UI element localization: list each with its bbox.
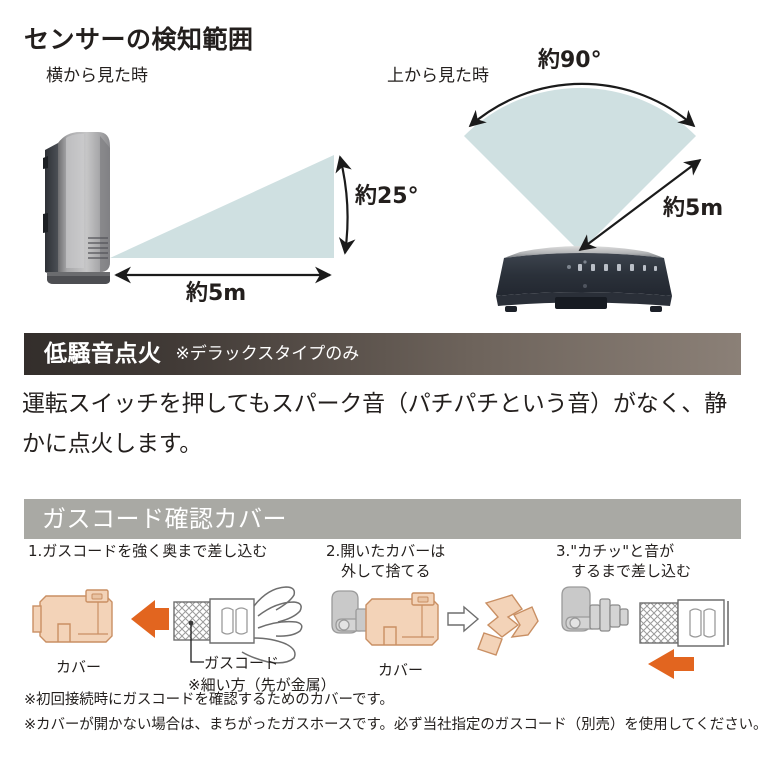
gas-cord-cover-section: ガスコード確認カバー 1.ガスコードを強く奥まで差し込む — [0, 480, 765, 770]
side-distance-value: 約5m — [186, 281, 247, 306]
top-distance-arrow — [578, 158, 702, 252]
step-3-illustration — [556, 585, 765, 684]
top-angle-value: 約90° — [538, 48, 602, 73]
step-2-illustration: カバー — [326, 585, 541, 684]
step-1-cover-caption: カバー — [56, 657, 102, 676]
quiet-ignition-section: 低騒音点火 ※デラックスタイプのみ 運転スイッチを押してもスパーク音（パチパチと… — [0, 322, 765, 480]
insert-arrow-icon — [131, 599, 169, 638]
step-2-cover-caption: カバー — [378, 661, 424, 679]
footnotes: ※初回接続時にガスコードを確認するためのカバーです。 ※カバーが開かない場合は、… — [24, 688, 765, 739]
footnote-1: ※初回接続時にガスコードを確認するためのカバーです。 — [24, 692, 394, 708]
gas-cord-title: ガスコード確認カバー — [42, 505, 287, 533]
side-view-label: 横から見た時 — [46, 66, 148, 86]
heater-top-view — [496, 246, 672, 312]
side-angle-value: 約25° — [355, 184, 419, 209]
step-1-cord-note: ※細い方（先が金属） — [188, 675, 336, 694]
sensor-section-title: センサーの検知範囲 — [24, 25, 254, 54]
cord-grip-part — [639, 602, 679, 644]
side-angle-arrow — [335, 155, 356, 255]
top-view-label: 上から見た時 — [387, 66, 489, 86]
gas-cord-part — [677, 599, 729, 647]
top-distance-value: 約5m — [663, 196, 724, 221]
step-1: 1.ガスコードを強く奥まで差し込む — [28, 542, 336, 694]
top-detection-fan — [464, 87, 696, 252]
sensor-range-illustration — [43, 82, 702, 312]
side-detection-cone — [110, 155, 334, 258]
heater-side-view — [43, 132, 110, 284]
cover-part — [32, 588, 113, 643]
transform-arrow-icon — [447, 605, 480, 633]
gas-cord-header-bar: ガスコード確認カバー — [24, 499, 741, 539]
broken-cover-part — [477, 594, 539, 656]
sensor-range-section: センサーの検知範囲 横から見た時 上から見た時 — [0, 0, 765, 322]
step-2-label: 2.開いたカバーは 外して捨てる — [326, 542, 446, 580]
gas-tap-part — [331, 590, 369, 634]
step-3-label: 3."カチッ"と音が するまで差し込む — [556, 542, 692, 580]
cover-part — [365, 592, 439, 646]
push-arrow-icon — [648, 649, 694, 679]
cord-leader-line — [190, 624, 204, 663]
quiet-ignition-title: 低騒音点火 — [44, 340, 162, 367]
footnote-2: ※カバーが開かない場合は、まちがったガスホースです。必ず当社指定のガスコード（別… — [24, 717, 765, 734]
step-1-illustration: カバー ガスコード ※細い方（先が金属） — [28, 566, 336, 694]
coupling-part — [589, 598, 629, 632]
step-2: 2.開いたカバーは 外して捨てる — [326, 542, 541, 684]
quiet-ignition-body: 運転スイッチを押してもスパーク音（パチパチという音）がなく、静かに点火します。 — [22, 391, 727, 458]
top-angle-arrow — [468, 82, 696, 128]
step-1-cord-caption: ガスコード — [204, 653, 280, 672]
step-3: 3."カチッ"と音が するまで差し込む — [556, 542, 765, 684]
quiet-ignition-note: ※デラックスタイプのみ — [175, 343, 360, 364]
gas-tap-part — [561, 586, 593, 632]
hand-illustration — [241, 585, 303, 664]
step-1-label: 1.ガスコードを強く奥まで差し込む — [28, 542, 268, 560]
gas-cord-part — [173, 597, 255, 644]
quiet-ignition-header-bar: 低騒音点火 ※デラックスタイプのみ — [24, 333, 741, 375]
